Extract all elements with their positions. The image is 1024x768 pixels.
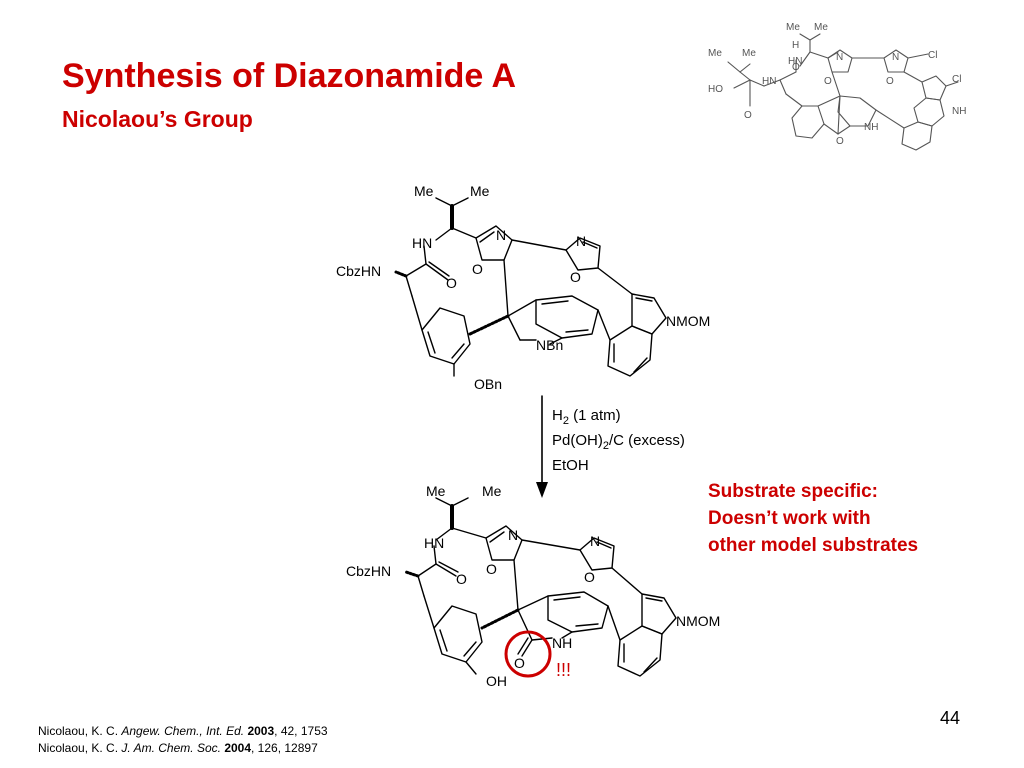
sm-oxazole1-o: O [472,261,483,277]
struct-a-me1: Me [786,22,800,33]
pr-me-left: Me [426,483,446,499]
struct-a-o4: O [744,110,752,121]
conditions-line-1: H2 (1 atm) [552,407,621,427]
struct-a-h: H [792,40,799,51]
struct-a-n2: N [892,52,899,63]
pr-hn: HN [424,535,444,551]
sm-oxazole2-o: O [570,269,581,285]
conditions-line-3: EtOH [552,457,589,474]
note-line-2: Doesn’t work with [708,508,871,529]
conditions-line-2: Pd(OH)2/C (excess) [552,432,685,452]
sm-carbonyl-o: O [446,275,457,291]
struct-a-cl2: Cl [952,74,961,85]
struct-a-n1: N [836,52,843,63]
page-number: 44 [940,708,961,728]
sm-me-right: Me [470,183,490,199]
note-line-1: Substrate specific: [708,481,878,502]
pr-oxazole2-n: N [590,533,600,549]
struct-a-me2: Me [814,22,828,33]
references: Nicolaou, K. C. Angew. Chem., Int. Ed. 2… [38,723,328,757]
pr-oxazole2-o: O [584,569,595,585]
sm-nmom: NMOM [666,313,710,329]
sm-hn: HN [412,235,432,251]
reference-2: Nicolaou, K. C. J. Am. Chem. Soc. 2004, … [38,741,318,755]
sm-nbn: NBn [536,337,563,353]
struct-a-hn2: HN [762,76,776,87]
sm-obn: OBn [474,376,502,392]
reaction-arrow [536,395,548,498]
pr-oxazole1-n: N [508,527,518,543]
pr-nh: NH [552,635,572,651]
starting-material-structure: Me Me HN N O N O CbzHN O NMOM NBn OBn [336,183,710,392]
note-line-3: other model substrates [708,535,919,556]
slide-subtitle: Nicolaou’s Group [62,106,253,132]
diazonamide-a-structure: Me Me H HN N O N O Cl Cl NH NH O Me Me H… [708,22,966,151]
struct-a-nh1: NH [952,106,966,117]
sm-me-left: Me [414,183,434,199]
sm-cbzhn: CbzHN [336,263,381,279]
pr-me-right: Me [482,483,502,499]
reference-1: Nicolaou, K. C. Angew. Chem., Int. Ed. 2… [38,724,328,738]
pr-lactam-o: O [514,655,525,671]
struct-a-me3: Me [708,48,722,59]
struct-a-hn1: HN [788,56,802,67]
pr-nmom: NMOM [676,613,720,629]
substrate-note: Substrate specific: Doesn’t work with ot… [708,478,918,559]
slide-title: Synthesis of Diazonamide A [62,57,517,95]
sm-oxazole1-n: N [496,227,506,243]
struct-a-me4: Me [742,48,756,59]
struct-a-cl1: Cl [928,50,937,61]
pr-oh: OH [486,673,507,689]
exclamation-marks: !!! [556,660,572,680]
pr-carbonyl-o: O [456,571,467,587]
struct-a-o2: O [886,76,894,87]
product-structure: Me Me HN N O N O CbzHN O NMOM NH O OH [346,483,720,689]
pr-cbzhn: CbzHN [346,563,391,579]
struct-a-o1: O [824,76,832,87]
sm-oxazole2-n: N [576,233,586,249]
struct-a-ho: HO [708,84,723,95]
struct-a-nh2: NH [864,122,878,133]
struct-a-o3: O [836,136,844,147]
reaction-conditions: H2 (1 atm) Pd(OH)2/C (excess) EtOH [552,406,685,475]
pr-oxazole1-o: O [486,561,497,577]
struct-a-o5: O [792,62,800,73]
carbonyl-highlight-circle [504,630,552,678]
